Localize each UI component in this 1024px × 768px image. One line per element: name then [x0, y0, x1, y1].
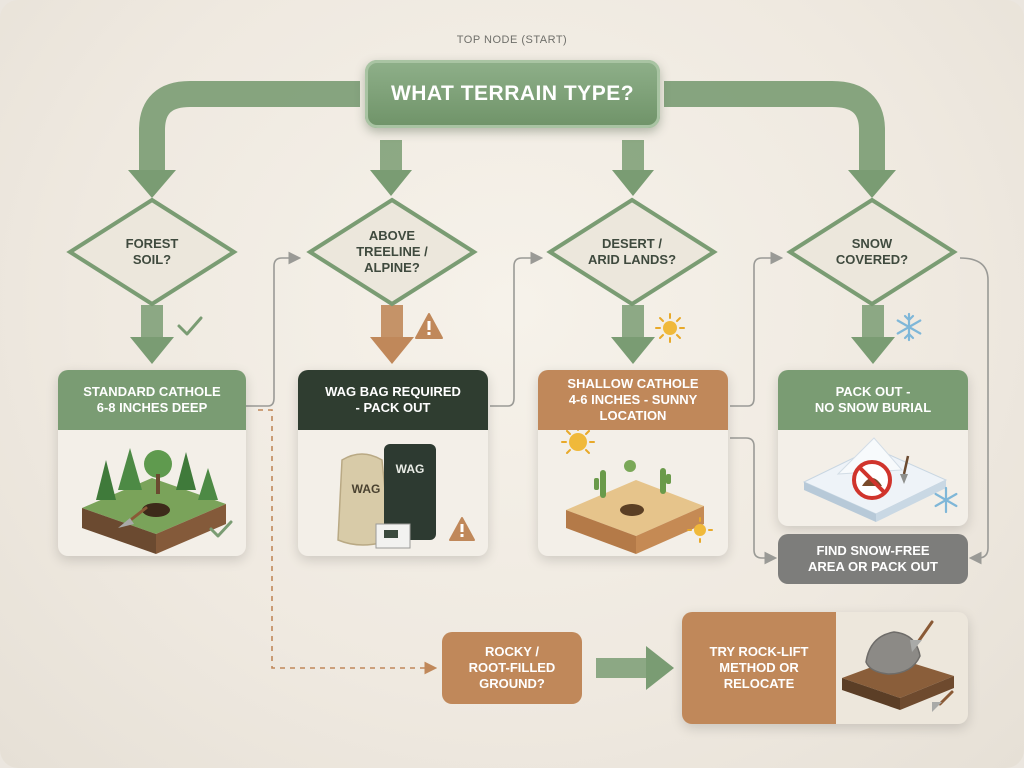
- link-desert-to-snow: [730, 251, 784, 407]
- outcome-desert-line2: 4-6 INCHES - SUNNY: [568, 392, 698, 407]
- forest-soil-illustration: [82, 448, 226, 554]
- decision-desert-text: DESERT /ARID LANDS?: [572, 226, 692, 278]
- decision-desert-line1: DESERT /: [602, 236, 662, 251]
- outcome-desert-line3: LOCATION: [599, 408, 667, 423]
- link-snow-to-alt: [959, 257, 989, 565]
- rocky-line1: ROCKY /: [485, 644, 539, 659]
- desert-illustration: [561, 427, 704, 554]
- sun-icon: [655, 313, 685, 343]
- arrowhead-alpine-card: [370, 337, 414, 364]
- warning-icon: [449, 517, 475, 541]
- wag-bag-label-left: WAG: [351, 482, 381, 496]
- rock-lift-illustration: [842, 620, 954, 712]
- decision-alpine-diamond[interactable]: [306, 196, 478, 308]
- decision-snow-line2: COVERED?: [835, 252, 909, 267]
- check-icon: [209, 520, 233, 538]
- decision-desert-line2: ARID LANDS?: [587, 252, 677, 267]
- decision-snow-diamond[interactable]: [786, 196, 958, 308]
- snow-illustration: [802, 437, 948, 522]
- arrowhead-forest: [128, 170, 176, 198]
- arrow-forest-to-card: [141, 305, 163, 339]
- arrow-snow-to-card: [862, 305, 884, 339]
- outcome-alpine-card[interactable]: WAG BAG REQUIRED- PACK OUT WAG WAG: [298, 370, 488, 556]
- outcome-snow-card[interactable]: PACK OUT -NO SNOW BURIAL: [778, 370, 968, 526]
- arrowhead-desert: [612, 170, 654, 196]
- trowel-icon: [900, 455, 910, 484]
- rock-lift-line3: RELOCATE: [723, 676, 795, 691]
- start-node-label: WHAT TERRAIN TYPE?: [390, 82, 635, 105]
- snow-alternative-line2: AREA OR PACK OUT: [808, 559, 938, 574]
- link-desert-to-alt: [730, 437, 778, 565]
- warning-icon: [415, 313, 443, 339]
- decision-alpine-line2: TREELINE /: [356, 244, 428, 259]
- arrow-start-to-alpine: [380, 140, 402, 172]
- arrow-rocky-to-result: [596, 658, 648, 678]
- rocky-line3: GROUND?: [479, 676, 545, 691]
- arrow-desert-to-card: [622, 305, 644, 339]
- outcome-forest-line2: 6-8 INCHES DEEP: [96, 400, 208, 415]
- start-node[interactable]: WHAT TERRAIN TYPE?: [365, 60, 660, 128]
- outcome-desert-line1: SHALLOW CATHOLE: [567, 376, 699, 391]
- wag-bag-label-right: WAG: [395, 462, 425, 476]
- rock-lift-line1: TRY ROCK-LIFT: [709, 644, 809, 659]
- snowflake-icon: [934, 486, 958, 514]
- outcome-alpine-line2: - PACK OUT: [355, 400, 431, 415]
- decision-desert-diamond[interactable]: [546, 196, 718, 308]
- outcome-alpine-header: WAG BAG REQUIRED- PACK OUT: [298, 370, 488, 430]
- arrow-start-to-desert: [622, 140, 644, 172]
- dashed-link-forest-to-rocky: [258, 409, 438, 675]
- outcome-alpine-line1: WAG BAG REQUIRED: [325, 384, 461, 399]
- link-alpine-to-desert: [490, 251, 544, 407]
- arrow-alpine-to-card: [381, 305, 403, 339]
- arrow-start-to-forest: [139, 81, 360, 170]
- decision-forest-line1: FOREST: [125, 236, 179, 251]
- decision-alpine-line3: ALPINE?: [364, 260, 420, 275]
- check-icon: [177, 316, 203, 336]
- sun-icon: [687, 517, 713, 543]
- arrowhead-forest-card: [130, 337, 174, 364]
- arrow-start-to-snow: [664, 81, 885, 170]
- snowflake-icon: [896, 312, 922, 342]
- decision-forest-line2: SOIL?: [132, 252, 172, 267]
- arrowhead-desert-card: [611, 337, 655, 364]
- wag-bag-illustration: [337, 444, 436, 549]
- outcome-forest-line1: STANDARD CATHOLE: [83, 384, 221, 399]
- arrowhead-alpine: [370, 170, 412, 196]
- arrowhead-snow-card: [851, 337, 895, 364]
- link-forest-to-alpine: [246, 251, 302, 407]
- no-burial-icon: [852, 460, 892, 500]
- trowel-icon: [118, 506, 148, 528]
- sun-icon: [561, 427, 595, 454]
- outcome-snow-line1: PACK OUT -: [835, 384, 911, 399]
- arrowhead-snow: [848, 170, 896, 198]
- outcome-snow-header: PACK OUT -NO SNOW BURIAL: [778, 370, 968, 430]
- trowel-icon: [910, 620, 954, 712]
- start-node-caption: TOP NODE (START): [456, 34, 568, 46]
- decision-alpine-line1: ABOVE: [368, 228, 416, 243]
- arrowhead-rocky-result: [646, 646, 674, 690]
- rock-lift-line2: METHOD OR: [719, 660, 799, 675]
- decision-snow-line1: SNOW: [851, 236, 893, 251]
- decision-forest-diamond[interactable]: [66, 196, 238, 308]
- outcome-snow-line2: NO SNOW BURIAL: [814, 400, 932, 415]
- rocky-line2: ROOT-FILLED: [468, 660, 556, 675]
- snow-alternative-line1: FIND SNOW-FREE: [816, 543, 930, 558]
